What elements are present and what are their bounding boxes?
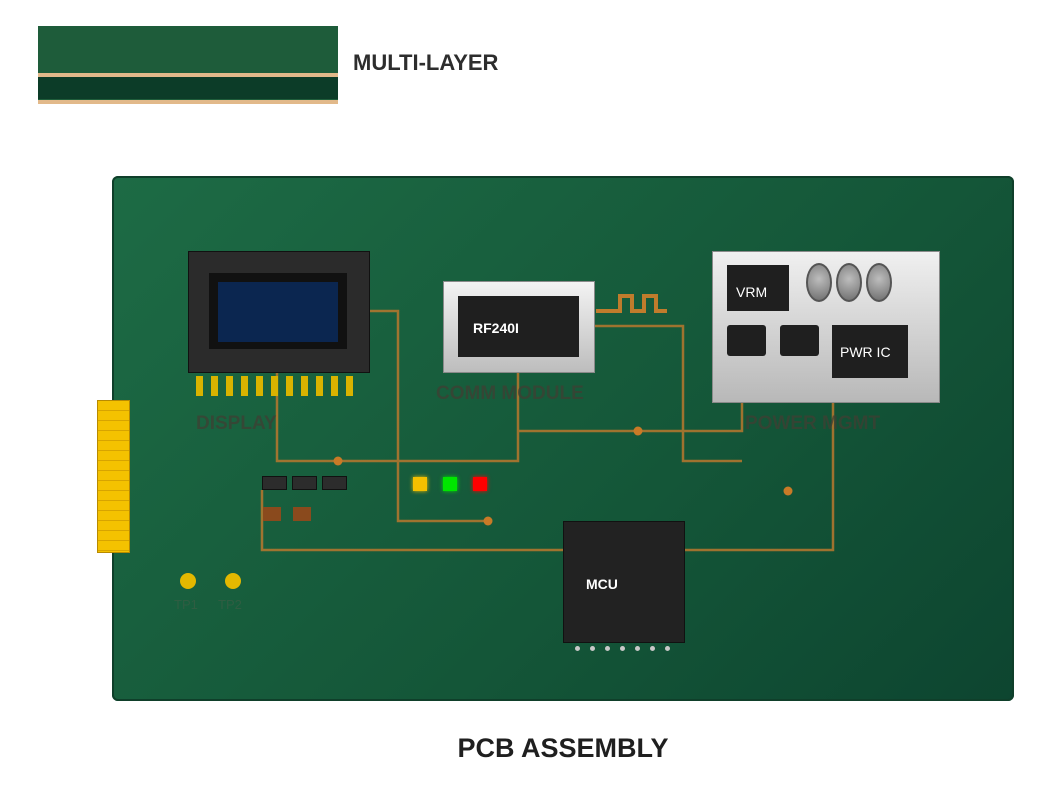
power-module-label: POWER MGMT — [745, 413, 881, 434]
vrm-label: VRM — [736, 284, 768, 300]
resistor — [293, 507, 311, 521]
test-point-1-label: TP1 — [174, 597, 198, 612]
mcu-pin — [620, 646, 625, 651]
mcu-pin — [665, 646, 670, 651]
mcu-label: MCU — [586, 576, 618, 592]
display-pin — [271, 376, 278, 396]
display-pin — [241, 376, 248, 396]
display-pin — [346, 376, 353, 396]
copper-layer — [38, 73, 338, 77]
mcu-pin — [635, 646, 640, 651]
multilayer-stack-illustration — [38, 26, 338, 104]
display-pin — [301, 376, 308, 396]
mcu-pin — [605, 646, 610, 651]
display-label: DISPLAY — [196, 413, 277, 434]
inductor — [780, 325, 819, 356]
display-pin — [211, 376, 218, 396]
display-pin — [256, 376, 263, 396]
comm-module — [443, 281, 595, 373]
edge-connector — [97, 400, 130, 553]
smd-component — [322, 476, 347, 490]
display-pin — [196, 376, 203, 396]
smd-component — [262, 476, 287, 490]
led-green — [443, 477, 457, 491]
capacitor — [836, 263, 862, 302]
capacitor — [866, 263, 892, 302]
multilayer-label: MULTI-LAYER — [353, 50, 499, 75]
pwr-ic-label: PWR IC — [840, 344, 891, 360]
display-pin — [286, 376, 293, 396]
display-pin — [331, 376, 338, 396]
mcu-chip — [563, 521, 685, 643]
inductor — [727, 325, 766, 356]
rf-chip-label: RF240I — [473, 320, 519, 336]
display-module — [188, 251, 370, 373]
display-pin — [316, 376, 323, 396]
mcu-pin — [650, 646, 655, 651]
test-point-1 — [180, 573, 196, 589]
copper-layer — [38, 100, 338, 104]
comm-module-label: COMM MODULE — [436, 383, 584, 404]
rf-chip — [458, 296, 579, 357]
led-yellow — [413, 477, 427, 491]
test-point-2 — [225, 573, 241, 589]
test-point-2-label: TP2 — [218, 597, 242, 612]
mcu-pin — [590, 646, 595, 651]
resistor — [263, 507, 281, 521]
pcb-assembly-title: PCB ASSEMBLY — [457, 733, 669, 763]
core-layer — [38, 77, 338, 99]
smd-component — [292, 476, 317, 490]
vrm-chip — [727, 265, 789, 311]
led-red — [473, 477, 487, 491]
capacitor — [806, 263, 832, 302]
pwr-ic-chip — [832, 325, 908, 378]
mcu-pin — [575, 646, 580, 651]
display-screen — [218, 282, 338, 342]
display-pin — [226, 376, 233, 396]
